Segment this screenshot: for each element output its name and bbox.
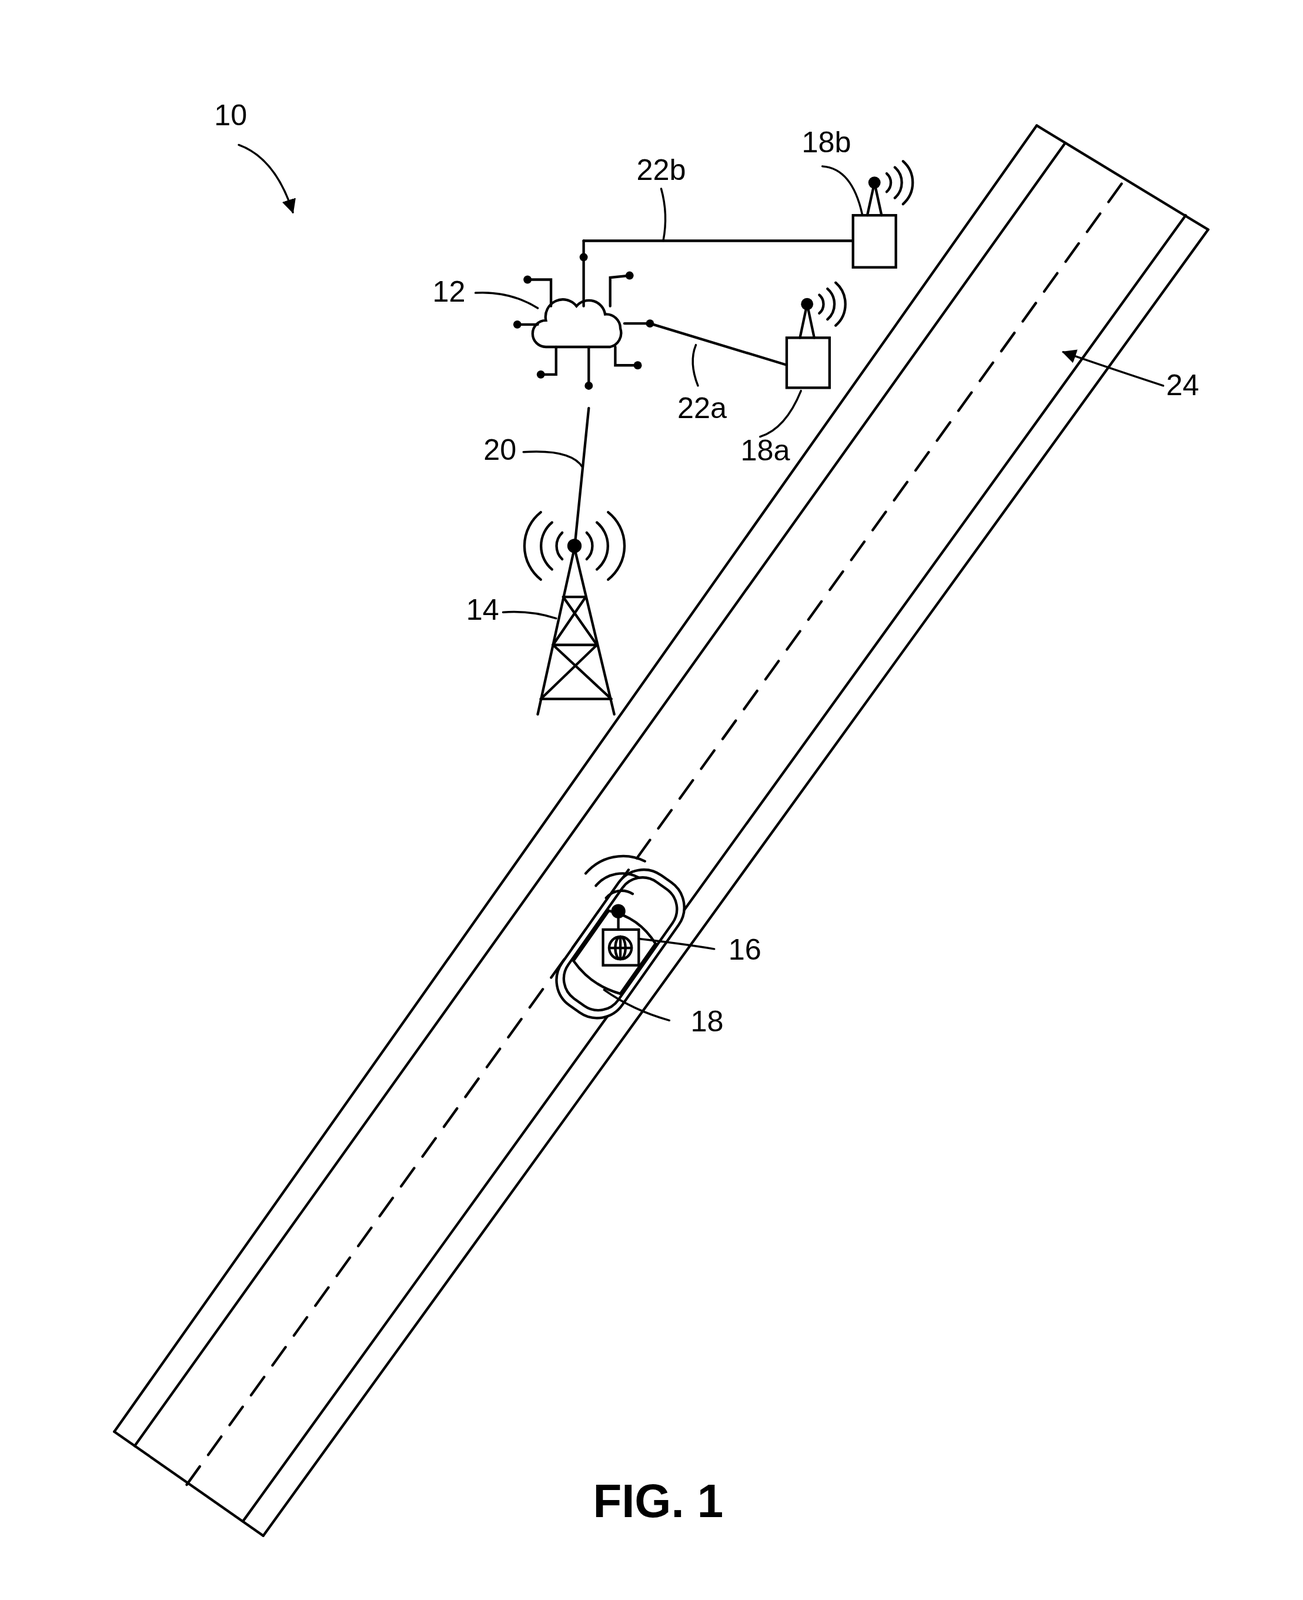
figure-caption: FIG. 1 — [592, 1477, 724, 1525]
communication-device — [585, 856, 646, 966]
callout-number: 18 — [690, 1006, 724, 1037]
callout-number: 10 — [214, 100, 247, 130]
road — [114, 125, 1208, 1536]
callout-number: 20 — [483, 435, 517, 465]
callout-number: 22b — [636, 155, 687, 186]
link-line — [582, 241, 585, 258]
link-line — [649, 323, 788, 366]
link-line — [583, 239, 854, 242]
callout-number: 18a — [740, 436, 791, 466]
roadside-unit — [786, 282, 846, 389]
leader-lines — [238, 144, 1164, 1021]
cloud — [513, 252, 654, 390]
callout-number: 22a — [677, 393, 727, 423]
link-line — [575, 408, 590, 539]
callout-number: 24 — [1165, 371, 1199, 401]
callout-number: 12 — [432, 276, 466, 307]
callout-number: 14 — [466, 595, 500, 626]
callout-number: 16 — [728, 934, 762, 965]
callout-number: 18b — [802, 128, 852, 158]
